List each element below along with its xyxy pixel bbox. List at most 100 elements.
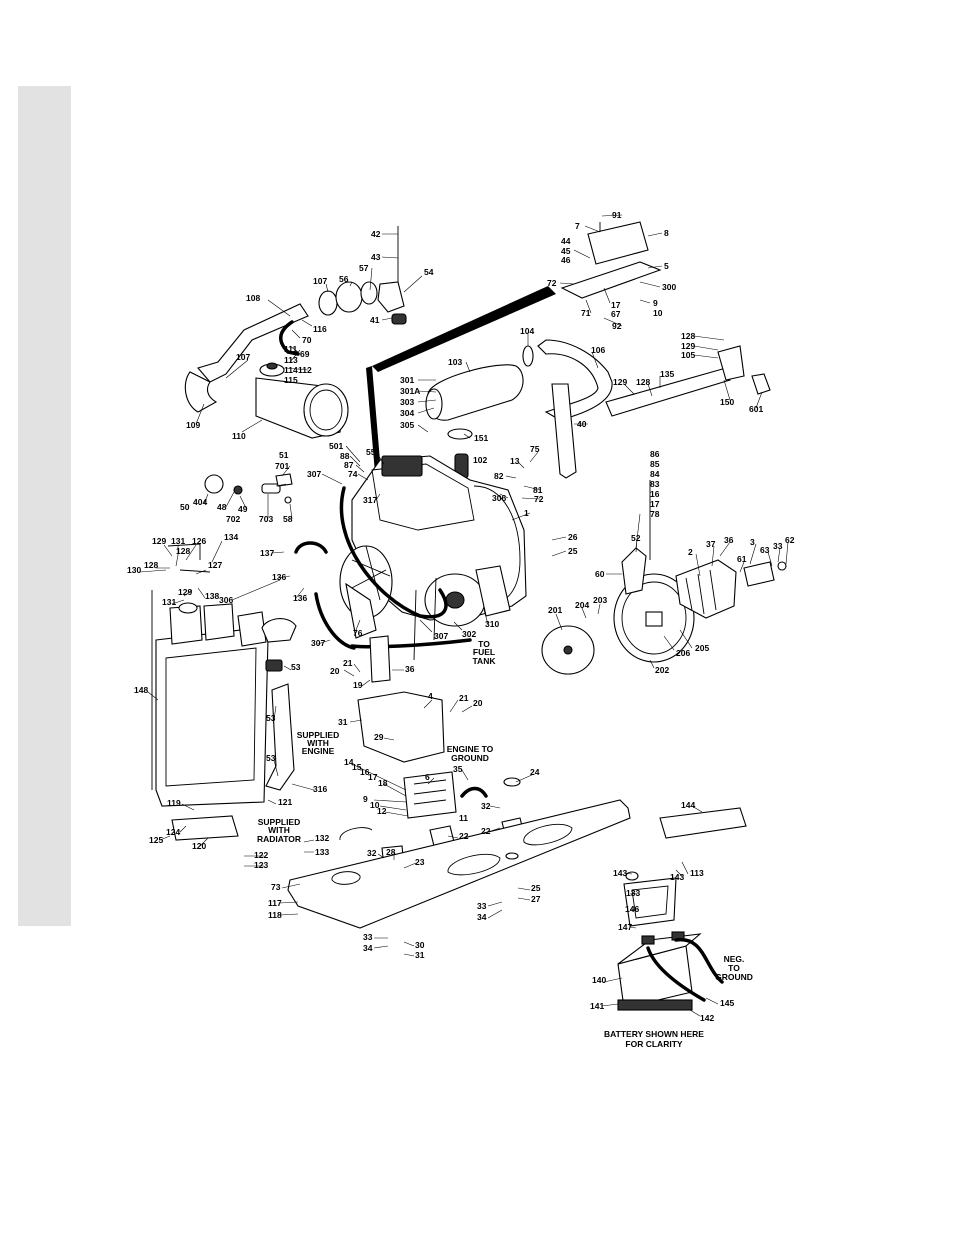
part-number-label: 81 <box>533 485 543 495</box>
part-number-label: 148 <box>134 685 148 695</box>
part-number-label: 133 <box>315 847 329 857</box>
part-number-label: 51 <box>279 450 289 460</box>
part-number-label: 128 <box>681 331 695 341</box>
part-number-label: 136 <box>272 572 286 582</box>
part-number-label: 71 <box>581 308 591 318</box>
part-number-label: 69 <box>300 349 310 359</box>
part-number-label: 17 <box>368 772 378 782</box>
part-number-label: 22 <box>481 826 491 836</box>
page-margin-band <box>18 86 71 926</box>
part-number-label: 134 <box>224 532 238 542</box>
part-number-label: 15 <box>352 762 362 772</box>
part-number-label: 140 <box>592 975 606 985</box>
part-number-label: 702 <box>226 514 240 524</box>
part-number-label: 120 <box>192 841 206 851</box>
part-number-label: 122 <box>254 850 268 860</box>
part-number-label: 33 <box>363 932 373 942</box>
part-number-label: 124 <box>166 827 180 837</box>
part-number-label: 34 <box>477 912 487 922</box>
part-number-label: 82 <box>494 471 504 481</box>
part-number-label: 72 <box>534 494 544 504</box>
part-number-label: 131 <box>171 536 185 546</box>
belt-strip <box>372 286 556 372</box>
diagram-note-line: FUEL <box>473 647 495 657</box>
part-number-label: 302 <box>462 629 476 639</box>
part-number-label: 85 <box>650 459 660 469</box>
part-number-label: 48 <box>217 502 227 512</box>
part-number-label: 17 <box>650 499 660 509</box>
part-number-label: 301 <box>400 375 414 385</box>
part-number-label: 138 <box>205 591 219 601</box>
part-number-label: 63 <box>760 545 770 555</box>
part-number-label: 310 <box>485 619 499 629</box>
part-number-label: 301A <box>400 386 420 396</box>
part-number-label: 52 <box>631 533 641 543</box>
part-number-label: 106 <box>591 345 605 355</box>
part-number-label: 701 <box>275 461 289 471</box>
part-number-label: 202 <box>655 665 669 675</box>
part-number-label: 201 <box>548 605 562 615</box>
part-number-label: 112 <box>298 365 312 375</box>
part-number-label: 41 <box>370 315 380 325</box>
part-number-label: 9 <box>363 794 368 804</box>
part-number-label: 151 <box>474 433 488 443</box>
part-number-label: 87 <box>344 460 354 470</box>
part-number-label: 43 <box>371 252 381 262</box>
part-number-label: 8 <box>664 228 669 238</box>
part-number-label: 127 <box>208 560 222 570</box>
air-cleaner <box>255 362 349 439</box>
part-number-label: 601 <box>749 404 763 414</box>
muffler-exhaust-group <box>425 339 771 479</box>
part-number-label: 16 <box>360 767 370 777</box>
part-number-label: 40 <box>577 419 587 429</box>
part-number-label: 92 <box>612 321 622 331</box>
part-number-label: 317 <box>363 495 377 505</box>
part-number-label: 32 <box>481 801 491 811</box>
part-number-label: 3 <box>750 537 755 547</box>
part-number-label: 10 <box>653 308 663 318</box>
diagram-note-line: SUPPLIED <box>258 817 301 827</box>
diagram-note-line: GROUND <box>715 972 753 982</box>
part-number-label: 133 <box>626 888 640 898</box>
part-number-label: 102 <box>473 455 487 465</box>
engine-block <box>294 455 527 661</box>
part-number-label: 105 <box>681 350 695 360</box>
part-number-label: 142 <box>700 1013 714 1023</box>
part-number-label: 78 <box>650 509 660 519</box>
part-number-label: 110 <box>232 431 246 441</box>
part-number-label: 13 <box>510 456 520 466</box>
part-number-label: 35 <box>453 764 463 774</box>
part-number-label: 303 <box>400 397 414 407</box>
part-number-label: 74 <box>348 469 358 479</box>
diagram-note-line: ENGINE TO <box>447 744 494 754</box>
part-number-label: 123 <box>254 860 268 870</box>
leader-lines <box>139 214 789 1017</box>
part-number-label: 306 <box>219 595 233 605</box>
part-number-label: 1 <box>524 508 529 518</box>
part-number-label: 21 <box>343 658 353 668</box>
part-number-label: 146 <box>625 904 639 914</box>
part-number-label: 49 <box>238 504 248 514</box>
part-number-label: 57 <box>359 263 369 273</box>
diagram-note-line: WITH <box>268 825 290 835</box>
diagram-note-line: TO <box>478 639 490 649</box>
part-number-label: 16 <box>650 489 660 499</box>
part-number-label: 60 <box>595 569 605 579</box>
part-number-label: 44 <box>561 236 571 246</box>
part-number-label: 204 <box>575 600 589 610</box>
part-number-label: 31 <box>415 950 425 960</box>
part-number-label: 72 <box>547 278 557 288</box>
part-number-label: 62 <box>785 535 795 545</box>
part-number-label: 36 <box>405 664 415 674</box>
part-number-label: 20 <box>473 698 483 708</box>
part-number-label: 300 <box>662 282 676 292</box>
part-number-label: 103 <box>448 357 462 367</box>
diagram-note-line: TANK <box>473 656 497 666</box>
part-number-label: 145 <box>720 998 734 1008</box>
part-number-label: 29 <box>374 732 384 742</box>
part-number-label: 129 <box>152 536 166 546</box>
part-number-label: 88 <box>340 451 350 461</box>
air-intake-hose-group <box>184 226 407 413</box>
part-number-label: 7 <box>575 221 580 231</box>
